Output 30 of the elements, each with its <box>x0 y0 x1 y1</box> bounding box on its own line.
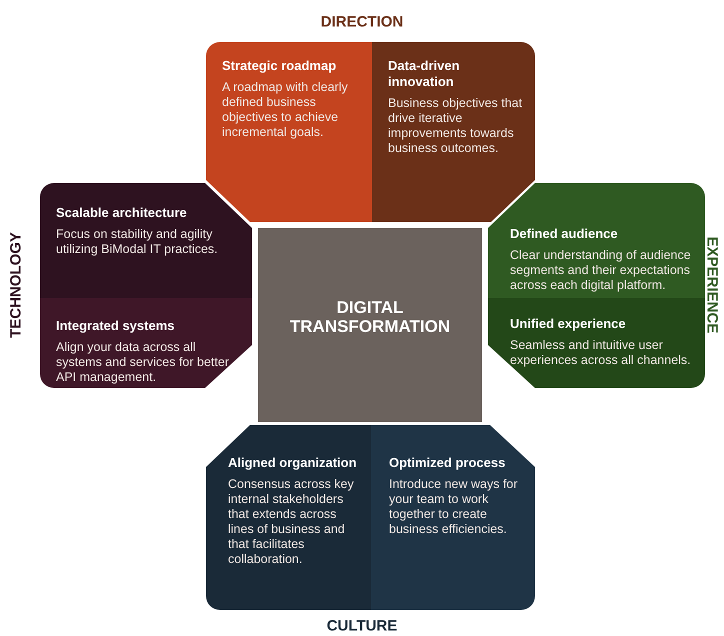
panel-heading: Integrated systems <box>56 318 176 334</box>
panel-heading: Strategic roadmap <box>222 58 338 74</box>
section-label: TECHNOLOGY <box>8 232 24 338</box>
category-panel <box>40 298 252 388</box>
panel-heading: Unified experience <box>510 316 627 332</box>
panel-description: Introduce new ways for your team to work together to create business efficiencies. <box>389 477 519 537</box>
panel-heading: Data-driven innovation <box>388 58 461 90</box>
panel-description: Focus on stability and agility utilizing BiModal IT practices. <box>56 227 219 257</box>
category-panel <box>372 42 535 222</box>
category-panel <box>488 298 705 388</box>
category-panel <box>488 183 705 298</box>
section-label: CULTURE <box>326 618 398 634</box>
category-panel <box>40 183 252 298</box>
panel-description: A roadmap with clearly defined business objectives to achieve incremental goals. <box>222 80 349 140</box>
section-label: EXPERIENCE <box>704 236 720 334</box>
center-panel <box>258 228 482 422</box>
panel-description: Seamless and intuitive user experiences across all channels. <box>510 338 692 368</box>
category-panel <box>371 425 535 610</box>
center-title: DIGITAL TRANSFORMATION <box>288 298 452 336</box>
category-panel <box>206 42 372 222</box>
panel-heading: Aligned organization <box>228 455 358 471</box>
panel-description: Business objectives that drive iterative improvements towards business outcomes. <box>388 96 523 156</box>
panel-description: Consensus across key internal stakeholders that extends across lines of business and that facilitates collaboration. <box>228 477 355 567</box>
section-label: DIRECTION <box>320 14 404 30</box>
panel-heading: Scalable architecture <box>56 205 188 221</box>
category-panel <box>206 425 371 610</box>
panel-heading: Optimized process <box>389 455 506 471</box>
panel-description: Clear understanding of audience segments and their expectations across each digital platform. <box>510 248 692 293</box>
panel-heading: Defined audience <box>510 226 619 242</box>
panel-description: Align your data across all systems and services for better API management. <box>56 340 230 385</box>
